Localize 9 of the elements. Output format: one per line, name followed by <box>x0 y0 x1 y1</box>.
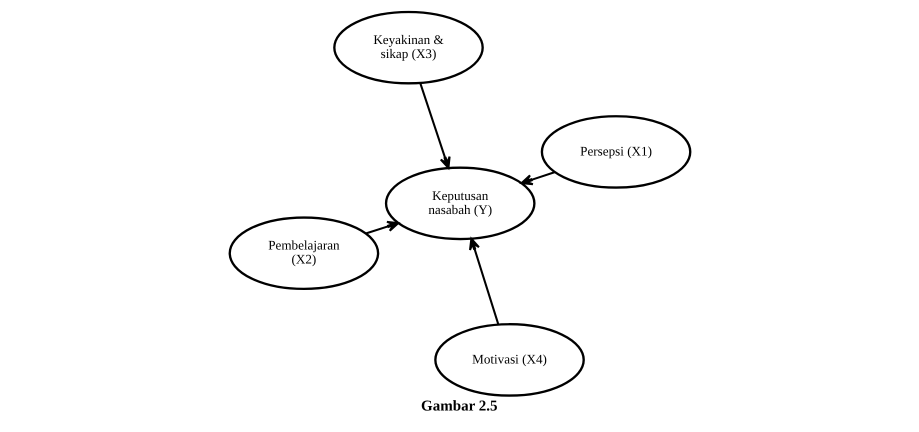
arrow <box>418 82 450 169</box>
arrow <box>365 220 399 234</box>
node-ellipse: Persepsi (X1) <box>540 115 691 189</box>
arrow <box>520 171 554 186</box>
arrow <box>468 238 499 325</box>
node-ellipse: Pembelajaran (X2) <box>228 216 379 290</box>
caption: Gambar 2.5 <box>420 398 498 414</box>
node-ellipse: Motivasi (X4) <box>434 323 584 397</box>
node-ellipse: Keyakinan & sikap (X3) <box>332 10 484 85</box>
